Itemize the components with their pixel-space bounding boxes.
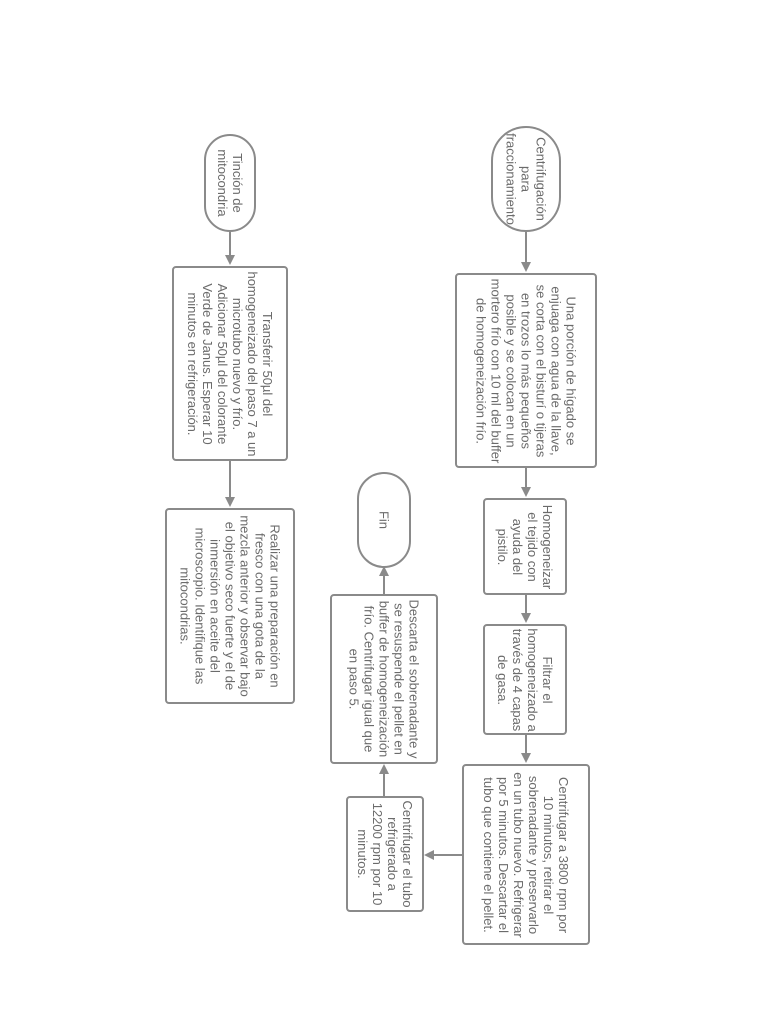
- node-label: Centrifugar el tubo refrigerado a 12200 …: [355, 800, 415, 908]
- node-label: Homogeneizar el tejido con ayuda del pis…: [495, 504, 555, 589]
- step-centrifuge-12200-node: Centrifugar el tubo refrigerado a 12200 …: [346, 796, 424, 912]
- node-label: Realizar una preparación en fresco con u…: [177, 515, 283, 697]
- step-transfer-node: Transferir 50µl del homogeneizado del pa…: [172, 266, 288, 461]
- node-label: Centrifugar a 3800 rpm por 10 minutos, r…: [481, 771, 571, 938]
- end-node: Fin: [357, 472, 411, 568]
- node-label: Descarta el sobrenadante y se resuspende…: [346, 599, 422, 759]
- step-observe-node: Realizar una preparación en fresco con u…: [165, 508, 295, 704]
- step-centrifuge-3800-node: Centrifugar a 3800 rpm por 10 minutos, r…: [462, 764, 590, 945]
- step-cut-liver-node: Una porción de hígado se enjuaga con agu…: [455, 273, 597, 468]
- step-homogenize-node: Homogeneizar el tejido con ayuda del pis…: [483, 498, 567, 595]
- node-label: Centrifugación para fraccionamiento: [503, 133, 549, 225]
- node-label: Una porción de hígado se enjuaga con agu…: [473, 278, 579, 463]
- start-centrifugation-node: Centrifugación para fraccionamiento: [491, 126, 561, 232]
- node-label: Filtrar el homogeneizado a través de 4 c…: [495, 627, 555, 732]
- node-label: Fin: [376, 510, 392, 530]
- node-label: Tinción de mitocondria: [215, 149, 245, 217]
- step-resuspend-node: Descarta el sobrenadante y se resuspende…: [330, 594, 438, 764]
- node-label: Transferir 50µl del homogeneizado del pa…: [185, 270, 275, 457]
- step-filter-node: Filtrar el homogeneizado a través de 4 c…: [483, 624, 567, 735]
- start-staining-node: Tinción de mitocondria: [204, 134, 256, 232]
